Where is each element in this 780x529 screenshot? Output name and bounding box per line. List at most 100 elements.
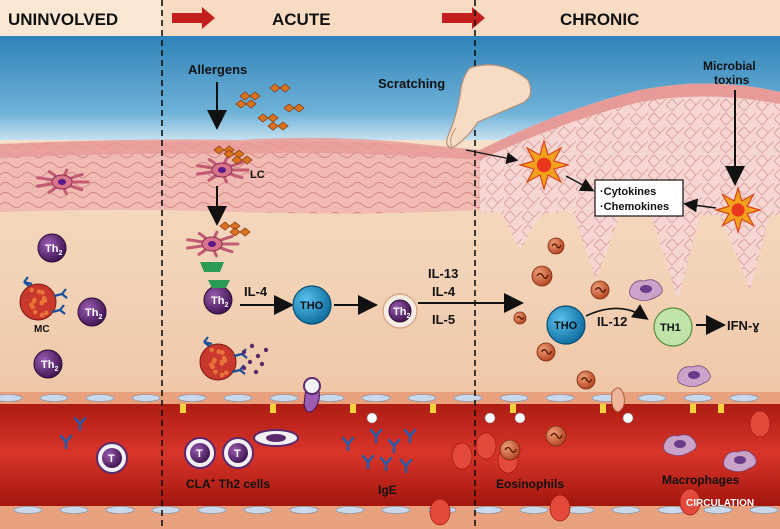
toxins-to-cytokines-arrow — [683, 198, 717, 213]
endothelial-cell-bottom — [611, 506, 641, 514]
ige-receptor — [203, 336, 213, 347]
th2-cell-1: Th2 — [37, 233, 67, 263]
endothelial-cell-top — [361, 394, 391, 402]
t-cell-label: T — [196, 448, 203, 460]
t-cell-circulation-1: T — [96, 442, 128, 474]
mast-cell-granule — [29, 302, 34, 308]
endothelial-cell-top — [85, 394, 115, 402]
eosinophil-migrating-body — [611, 387, 625, 413]
t-cell-circulation-3: T — [222, 437, 254, 469]
th2-cell-2: Th2 — [77, 297, 107, 327]
langerhans-cell-uninvolved — [36, 168, 90, 196]
mast-cell-uninvolved — [19, 276, 68, 321]
mast-cell-granule — [219, 361, 225, 366]
fingernail — [450, 127, 457, 149]
mast-cell-granule — [36, 289, 42, 294]
th2-cell-label: Th2 — [393, 306, 410, 320]
allergen-particle — [235, 99, 257, 109]
eosinophil-nucleus — [536, 272, 549, 279]
burst-core — [536, 157, 552, 173]
endothelial-cell-bottom — [703, 506, 733, 514]
eosinophil-body — [536, 342, 556, 362]
endothelial-cell-bottom — [335, 506, 365, 514]
allergen-particle — [231, 155, 253, 165]
macrophages-label: Macrophages — [662, 473, 740, 487]
t-cell-nucleus — [102, 448, 122, 468]
dendritic-nucleus — [58, 179, 66, 185]
eosinophil-migrating — [611, 387, 625, 413]
mast-cell-granule — [39, 312, 45, 318]
eosinophils-circulation — [499, 425, 567, 461]
endothelial-cell-top — [729, 394, 759, 402]
t-cell-nucleus — [228, 443, 248, 463]
endothelial-cell-bottom — [105, 506, 135, 514]
ige-antibody — [361, 454, 375, 470]
th1-cell: TH1 — [653, 307, 693, 347]
th2-cell-differentiated: Th2 — [382, 293, 418, 329]
th2-cell-subscript: 2 — [406, 313, 410, 320]
header-uninvolved-bg — [0, 0, 162, 36]
ige-antibody — [399, 458, 413, 474]
red-blood-cell — [451, 442, 473, 470]
il12-label: IL-12 — [597, 314, 627, 329]
white-platelet — [366, 412, 378, 424]
endothelial-cell-top — [177, 394, 207, 402]
endothelial-cell-bottom — [473, 506, 503, 514]
il4-label-acute: IL-4 — [244, 284, 268, 299]
th2-cell-subscript: 2 — [54, 366, 58, 373]
eosinophil-nucleus — [594, 287, 607, 293]
tho-cell-label: THO — [554, 320, 578, 332]
rolling-cell — [253, 429, 299, 447]
t-cell-nucleus — [190, 443, 210, 463]
eosinophil-body — [531, 265, 553, 287]
eosinophil-body — [499, 439, 521, 461]
mast-cell-granules — [241, 343, 269, 375]
th2-cell-label: Th2 — [85, 307, 102, 321]
ige-receptor — [53, 288, 68, 299]
th2-cell-acute: Th2 — [203, 280, 233, 315]
phase-chronic-label: CHRONIC — [560, 10, 639, 29]
endothelial-cell-bottom — [59, 506, 89, 514]
t-cell-label: T — [234, 448, 241, 460]
ige-antibody — [341, 436, 355, 452]
eosinophil-nucleus — [516, 315, 525, 321]
eosinophil-nucleus — [550, 432, 563, 439]
white-platelet — [484, 412, 496, 424]
endothelial-cell-top — [269, 394, 299, 402]
adhesion-molecule — [690, 404, 696, 413]
circulation-label: CIRCULATION — [686, 498, 754, 509]
red-blood-cell — [549, 494, 571, 522]
microbial-label-2: toxins — [714, 73, 750, 87]
burst-core — [731, 203, 745, 217]
rolling-cell-nucleus — [266, 434, 286, 442]
th2-cell-body — [33, 349, 63, 379]
eosinophils-dermis — [513, 237, 610, 390]
endothelial-cell-top — [315, 394, 345, 402]
eosinophil-extravasating — [303, 377, 321, 413]
ige-antibody — [73, 416, 87, 432]
eosinophil-nucleus — [580, 377, 593, 383]
endothelial-cell-top — [407, 394, 437, 402]
dermis-band — [0, 212, 780, 272]
red-blood-cell — [475, 432, 497, 460]
cytokines-box — [594, 179, 684, 217]
released-granule — [255, 353, 261, 359]
mast-cell-granule — [219, 372, 225, 378]
adhesion-molecule — [180, 404, 186, 413]
endothelial-cell-top — [545, 394, 575, 402]
endothelial-cell-bottom — [381, 506, 411, 514]
macrophage-nucleus — [640, 285, 652, 293]
langerhans-cell-epidermis — [196, 145, 253, 184]
eosinophils-label: Eosinophils — [496, 477, 564, 491]
endothelial-cell-top — [453, 394, 483, 402]
mast-cell-granule — [212, 369, 218, 375]
tho-cell-chronic: THO — [546, 305, 586, 345]
mc-label: MC — [34, 324, 50, 335]
red-blood-cell — [749, 410, 771, 438]
released-granule — [259, 361, 265, 367]
ige-antibody — [403, 428, 417, 444]
il5-label: IL-5 — [432, 312, 455, 327]
mast-cell-granule — [209, 362, 214, 368]
mast-cell-granule — [29, 287, 35, 293]
